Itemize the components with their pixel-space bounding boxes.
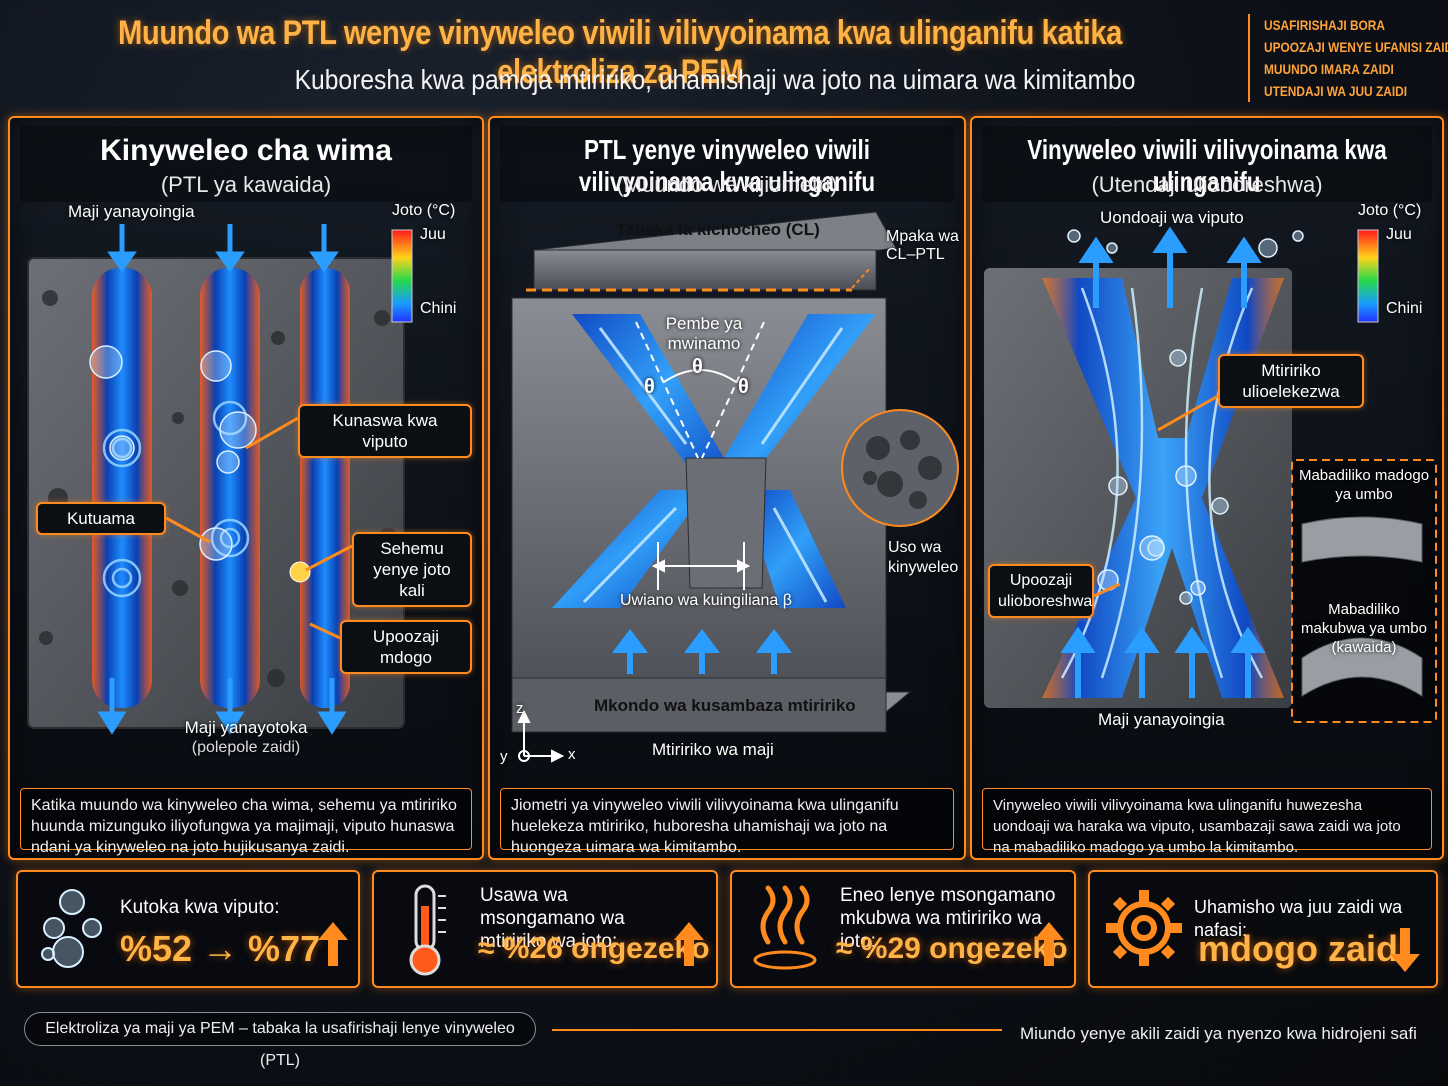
panel-title: Vinyweleo viwili vilivyoinama kwa ulinga… (1027, 134, 1387, 197)
panel-caption: Jiometri ya vinyweleo viwili vilivyoinam… (500, 788, 954, 856)
temp-high-label: Juu (1386, 226, 1412, 243)
panel-subtitle: (PTL ya kawaida) (160, 172, 332, 197)
thermometer-icon (409, 884, 446, 976)
up-arrow-icon (674, 922, 704, 966)
axis-triad (517, 709, 565, 763)
geometry-illustration (510, 211, 959, 763)
theta-right: θ (738, 376, 749, 398)
small-deformation-label: Mabadiliko madogo ya umbo (1298, 467, 1430, 503)
temp-low-label: Chini (420, 300, 457, 317)
central-rib (685, 457, 767, 589)
inclined-pore-left-upper (572, 314, 724, 490)
panel-header: Kinyweleo cha wima (PTL ya kawaida) (20, 126, 472, 202)
vertical-pore-illustration (27, 224, 413, 735)
inclination-angle-label: Pembe ya mwinamo (665, 314, 743, 353)
footer-divider (552, 1029, 1002, 1031)
callout-bubble-trapping: Kunaswa kwa viputo (298, 404, 472, 458)
inlet-label: Maji yanayoingia (1098, 710, 1225, 729)
panel-geometry: PTL yenye vinyweleo viwili vilivyoinama … (488, 116, 966, 860)
benefits-list: USAFIRISHAJI BORA UPOOZAJI WENYE UFANISI… (1248, 14, 1448, 102)
theta-left: θ (644, 376, 655, 398)
pore-channel (200, 268, 260, 708)
water-flow-label: Mtiririko wa maji (652, 740, 774, 759)
axis-y-label: y (500, 748, 508, 765)
small-deformation-sample (1301, 516, 1423, 563)
panel-header: Vinyweleo viwili vilivyoinama kwa ulinga… (982, 126, 1432, 202)
stat-value: ≈ %29 ongezeko (836, 932, 1068, 965)
temp-high-label: Juu (420, 226, 446, 243)
panel-caption: Katika muundo wa kinyweleo cha wima, seh… (20, 788, 472, 856)
temp-scale-title: Joto (°C) (392, 202, 456, 219)
stat-value: mdogo zaidi (1198, 928, 1408, 969)
temperature-scale (391, 229, 413, 323)
stat-label: Kutoka kwa viputo: (120, 897, 280, 918)
panel-title: PTL yenye vinyweleo viwili vilivyoinama … (578, 134, 876, 197)
inclined-pore-right-lower (742, 490, 846, 608)
panel-improved-performance: Vinyweleo viwili vilivyoinama kwa ulinga… (970, 116, 1444, 860)
large-deformation-label: Mabadiliko makubwa ya umbo (kawaida) (1301, 601, 1427, 656)
panel-title: Kinyweleo cha wima (100, 134, 392, 167)
overlap-ratio-label: Uwiano wa kuingiliana β (620, 592, 792, 609)
hotspot-marker (289, 561, 311, 583)
panel-subtitle: (Muundo wa kijiometri) (616, 172, 838, 197)
stat-label: Usawa wa msongamano wa mtiririko wa joto… (480, 885, 625, 952)
gear-icon (1106, 890, 1182, 966)
outlet-sublabel: (polepole zaidi) (191, 739, 301, 756)
temp-low-label: Chini (1386, 300, 1423, 317)
panel-subtitle: (Utendaji ulioboreshwa) (1091, 172, 1323, 197)
footer-tagline: Miundo yenye akili zaidi ya nyenzo kwa h… (1020, 1024, 1417, 1043)
catalyst-layer-label: Tabaka la kichocheo (CL) (616, 220, 820, 239)
callout-improved-cooling: Upoozaji ulioboreshwa (988, 564, 1094, 618)
theta-center: θ (692, 356, 703, 378)
callout-hotspot: Sehemu yenye joto kali (352, 532, 472, 607)
large-deformation-sample (1301, 637, 1423, 697)
inclined-pore-right-upper (724, 314, 876, 490)
callout-directed-flow: Mtiririko ulioelekezwa (1218, 354, 1364, 408)
inlet-label: Maji yanayoingia (68, 202, 195, 221)
benefit-item: USAFIRISHAJI BORA (1264, 17, 1386, 33)
callout-low-cooling: Upoozaji mdogo (340, 620, 472, 674)
stat-value: %52 → %77 (120, 928, 321, 969)
outlet-label: Maji yanayotoka (184, 718, 308, 737)
flow-distribution-channel (511, 677, 887, 733)
distribution-channel-label: Mkondo wa kusambaza mtiririko (594, 696, 856, 715)
up-arrow-icon (1034, 922, 1064, 966)
heat-icon (753, 885, 817, 970)
benefit-item: UPOOZAJI WENYE UFANISI ZAIDI (1264, 39, 1448, 55)
callout-stagnation: Kutuama (36, 502, 166, 535)
axis-x-label: x (568, 746, 576, 763)
down-arrow-icon (1390, 928, 1420, 972)
stat-max-displacement: Uhamisho wa juu zaidi wa nafasi: mdogo z… (1088, 870, 1438, 988)
stat-label: Uhamisho wa juu zaidi wa nafasi: (1194, 897, 1403, 940)
up-arrow-icon (318, 922, 348, 966)
stat-value: ≈ %26 ongezeko (478, 932, 710, 965)
stat-high-heat-flux-area: Eneo lenye msongamano mkubwa wa mtiririk… (730, 870, 1076, 988)
stat-heat-flux-uniformity: Usawa wa msongamano wa mtiririko wa joto… (372, 870, 718, 988)
panel-vertical-pore: Kinyweleo cha wima (PTL ya kawaida) (8, 116, 484, 860)
inclined-pore-left-lower (552, 490, 706, 608)
temperature-scale (1357, 229, 1379, 323)
stat-label: Eneo lenye msongamano mkubwa wa mtiririk… (840, 885, 1056, 952)
stat-bubble-exit: Kutoka kwa viputo: %52 → %77 (16, 870, 360, 988)
page-subtitle: Kuboresha kwa pamoja mtiririko, uhamisha… (294, 64, 1136, 95)
panel-header: PTL yenye vinyweleo viwili vilivyoinama … (500, 126, 954, 202)
benefit-item: UTENDAJI WA JUU ZAIDI (1264, 83, 1408, 99)
bubbles-icon (41, 889, 102, 968)
temp-scale-title: Joto (°C) (1358, 202, 1422, 219)
axis-z-label: z (516, 700, 524, 717)
interface-label: Mpaka wa CL–PTL (886, 228, 959, 263)
bubble-removal-label: Uondoaji wa viputo (1100, 208, 1244, 227)
catalyst-layer-front (533, 249, 877, 291)
pore-channel (300, 268, 350, 708)
page-title: Muundo wa PTL wenye vinyweleo viwili vil… (118, 14, 1122, 91)
pore-surface-label: Uso wa kinyweleo (888, 539, 959, 576)
benefit-item: MUUNDO IMARA ZAIDI (1264, 61, 1394, 77)
panel-caption: Vinyweleo viwili vilivyoinama kwa ulinga… (982, 788, 1432, 856)
footer-topic-pill: Elektroliza ya maji ya PEM – tabaka la u… (24, 1012, 536, 1069)
pore-channel (92, 268, 152, 708)
